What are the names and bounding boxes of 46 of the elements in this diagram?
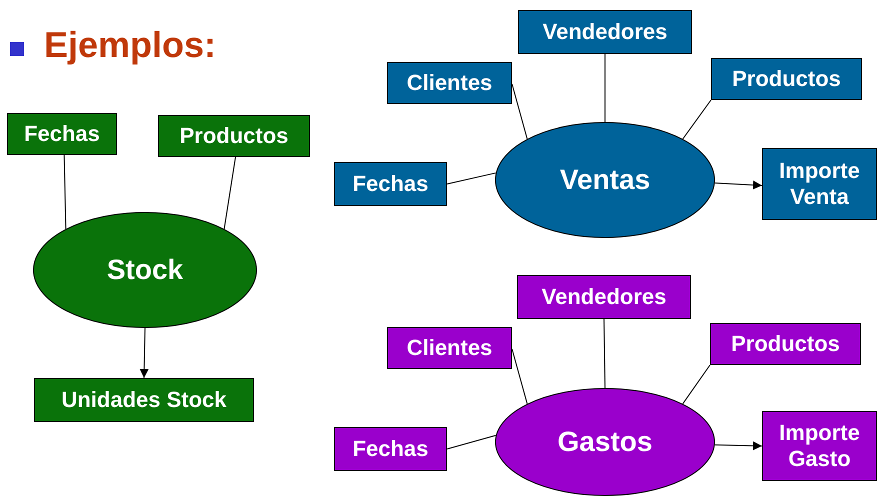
dimension-box — [334, 162, 447, 206]
dimension-box — [762, 148, 877, 220]
node-label: Fechas — [352, 170, 428, 198]
node-label: Gastos — [558, 425, 652, 459]
connector-line — [64, 154, 66, 230]
fact-ellipse — [33, 212, 257, 328]
arrow — [714, 180, 762, 190]
connector-line — [512, 83, 528, 140]
connector-line — [224, 156, 236, 230]
dimension-box — [387, 327, 512, 369]
connector-line — [604, 318, 606, 388]
node-label: Importe Venta — [778, 158, 861, 210]
arrow — [714, 441, 762, 450]
node-label: Clientes — [406, 334, 492, 362]
dimension-box — [334, 427, 447, 471]
dimension-box — [517, 275, 691, 319]
node-label: Stock — [106, 253, 184, 287]
node-label: Productos — [732, 66, 841, 92]
connector-line — [512, 348, 528, 404]
dimension-box — [158, 115, 310, 157]
dimension-box — [34, 378, 254, 422]
node-label: Productos — [731, 330, 840, 358]
node-label: Vendedores — [542, 18, 668, 46]
node-label: Unidades Stock — [61, 386, 227, 414]
dimension-box — [711, 58, 862, 100]
dimension-box — [7, 113, 117, 155]
node-label: Fechas — [24, 120, 100, 148]
dimension-box — [387, 62, 512, 104]
node-label: Importe Gasto — [778, 420, 861, 472]
dimension-box — [518, 10, 692, 54]
connector-line — [604, 54, 606, 122]
connector-line — [682, 100, 712, 140]
title: Ejemplos: — [44, 24, 216, 66]
node-label: Productos — [180, 122, 288, 150]
node-label: Clientes — [406, 70, 492, 96]
dimension-box — [762, 411, 877, 481]
fact-ellipse — [495, 388, 715, 496]
connector-line — [446, 172, 496, 184]
node-label: Fechas — [352, 436, 428, 462]
dimension-box — [710, 323, 861, 365]
connector-line — [682, 364, 710, 404]
node-label: Vendedores — [542, 284, 666, 310]
arrow — [140, 328, 149, 378]
connector-line — [446, 434, 496, 450]
node-label: Ventas — [560, 163, 650, 197]
fact-ellipse — [495, 122, 715, 238]
